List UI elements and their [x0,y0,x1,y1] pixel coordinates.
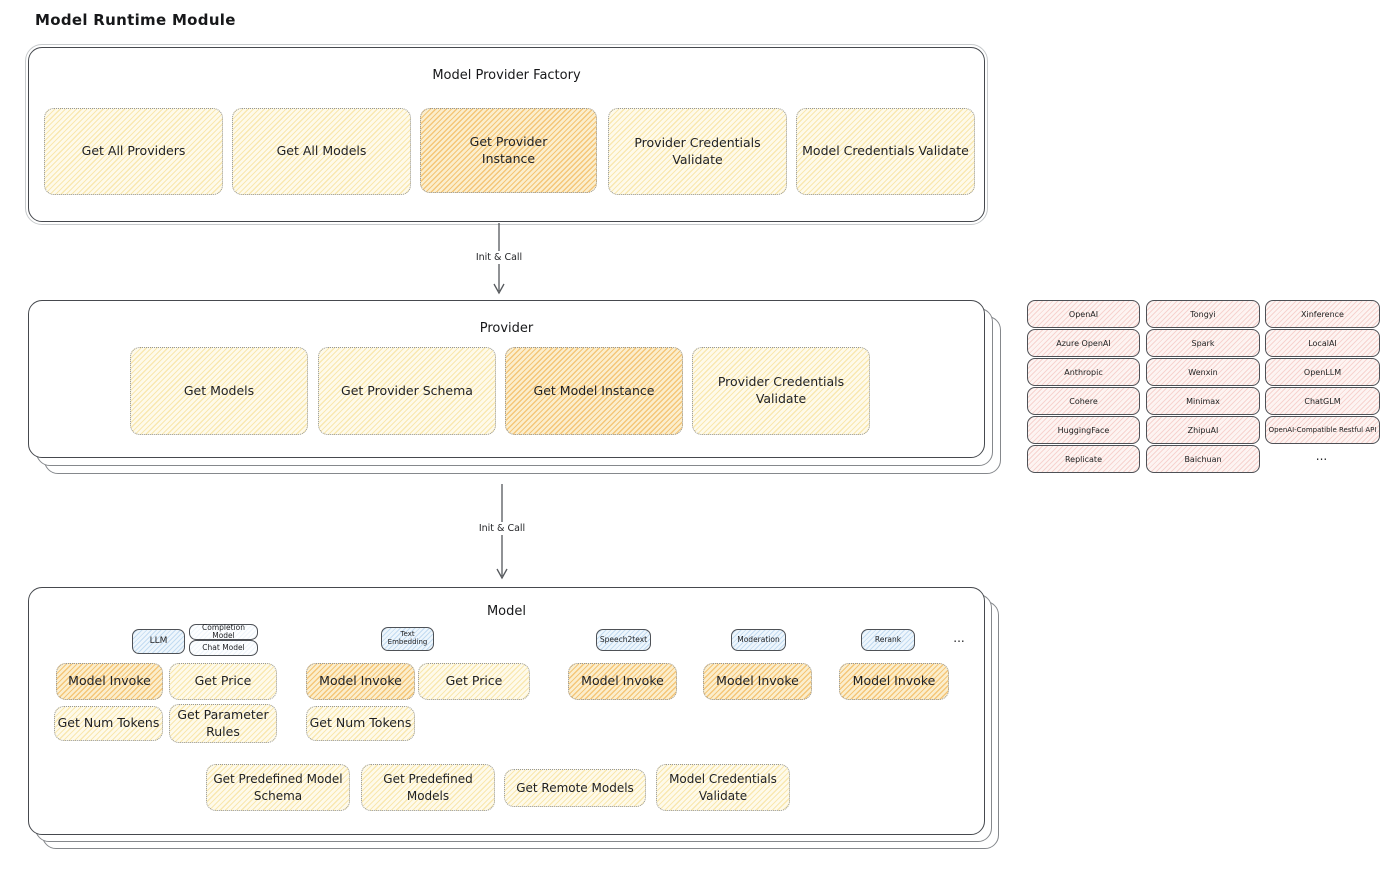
provider-chip-cohere: Cohere [1027,387,1140,415]
tag-speech2text: Speech2text [596,629,651,651]
box-model-credentials-validate-2: Model Credentials Validate [656,764,790,811]
providers-more-ellipsis: ... [1315,449,1328,463]
box-get-price-llm: Get Price [169,663,277,700]
box-get-price-embedding: Get Price [418,663,530,700]
provider-chip-baichuan: Baichuan [1146,445,1260,473]
box-provider-credentials-validate: Provider Credentials Validate [608,108,787,195]
box-get-all-providers: Get All Providers [44,108,223,195]
box-get-remote-models: Get Remote Models [504,769,646,807]
model-box: Model LLM Completion Model Chat Model Te… [28,587,985,835]
box-get-num-tokens-llm: Get Num Tokens [54,706,163,741]
box-model-invoke-speech2text: Model Invoke [568,663,677,700]
provider-chip-openai: OpenAI [1027,300,1140,328]
box-get-num-tokens-embedding: Get Num Tokens [306,706,415,741]
factory-title: Model Provider Factory [432,68,581,83]
model-types-more-ellipsis: ... [953,631,965,645]
provider-chip-tongyi: Tongyi [1146,300,1260,328]
provider-chip-replicate: Replicate [1027,445,1140,473]
provider-chip-spark: Spark [1146,329,1260,357]
provider-chip-minimax: Minimax [1146,387,1260,415]
provider-box: Provider Get Models Get Provider Schema … [28,300,985,458]
tag-text-embedding: Text Embedding [381,627,434,651]
provider-title: Provider [479,321,534,336]
box-get-parameter-rules: Get Parameter Rules [169,704,277,743]
provider-chip-zhipuai: ZhipuAI [1146,416,1260,444]
box-model-invoke-embedding: Model Invoke [306,663,415,700]
box-get-model-instance: Get Model Instance [505,347,683,435]
provider-chip-wenxin: Wenxin [1146,358,1260,386]
arrow2-label: Init & Call [470,522,534,535]
box-model-credentials-validate: Model Credentials Validate [796,108,975,195]
box-model-invoke-moderation: Model Invoke [703,663,812,700]
provider-chip-azure-openai: Azure OpenAI [1027,329,1140,357]
provider-chip-openllm: OpenLLM [1265,358,1380,386]
tag-chat-model: Chat Model [189,640,258,656]
provider-chip-anthropic: Anthropic [1027,358,1140,386]
box-get-provider-schema: Get Provider Schema [318,347,496,435]
factory-box: Model Provider Factory Get All Providers… [25,44,988,225]
provider-chip-xinference: Xinference [1265,300,1380,328]
provider-chip-huggingface: HuggingFace [1027,416,1140,444]
box-get-models: Get Models [130,347,308,435]
box-get-all-models: Get All Models [232,108,411,195]
box-get-predefined-models: Get Predefined Models [361,764,495,811]
box-get-provider-instance: Get Provider Instance [420,108,597,193]
provider-chip-localai: LocalAI [1265,329,1380,357]
box-model-invoke-rerank: Model Invoke [839,663,949,700]
box-model-invoke-llm: Model Invoke [56,663,163,700]
box-get-predefined-model-schema: Get Predefined Model Schema [206,764,350,811]
box-provider-credentials-validate-2: Provider Credentials Validate [692,347,870,435]
arrow1-label: Init & Call [467,251,531,264]
tag-completion-model: Completion Model [189,623,258,640]
page-title: Model Runtime Module [35,11,236,29]
model-title: Model [486,604,527,619]
tag-llm: LLM [132,629,185,654]
tag-rerank: Rerank [861,629,915,651]
provider-chip-chatglm: ChatGLM [1265,387,1380,415]
provider-chip-openai-compatible: OpenAI-Compatible Restful API [1265,416,1380,444]
tag-moderation: Moderation [731,629,786,651]
